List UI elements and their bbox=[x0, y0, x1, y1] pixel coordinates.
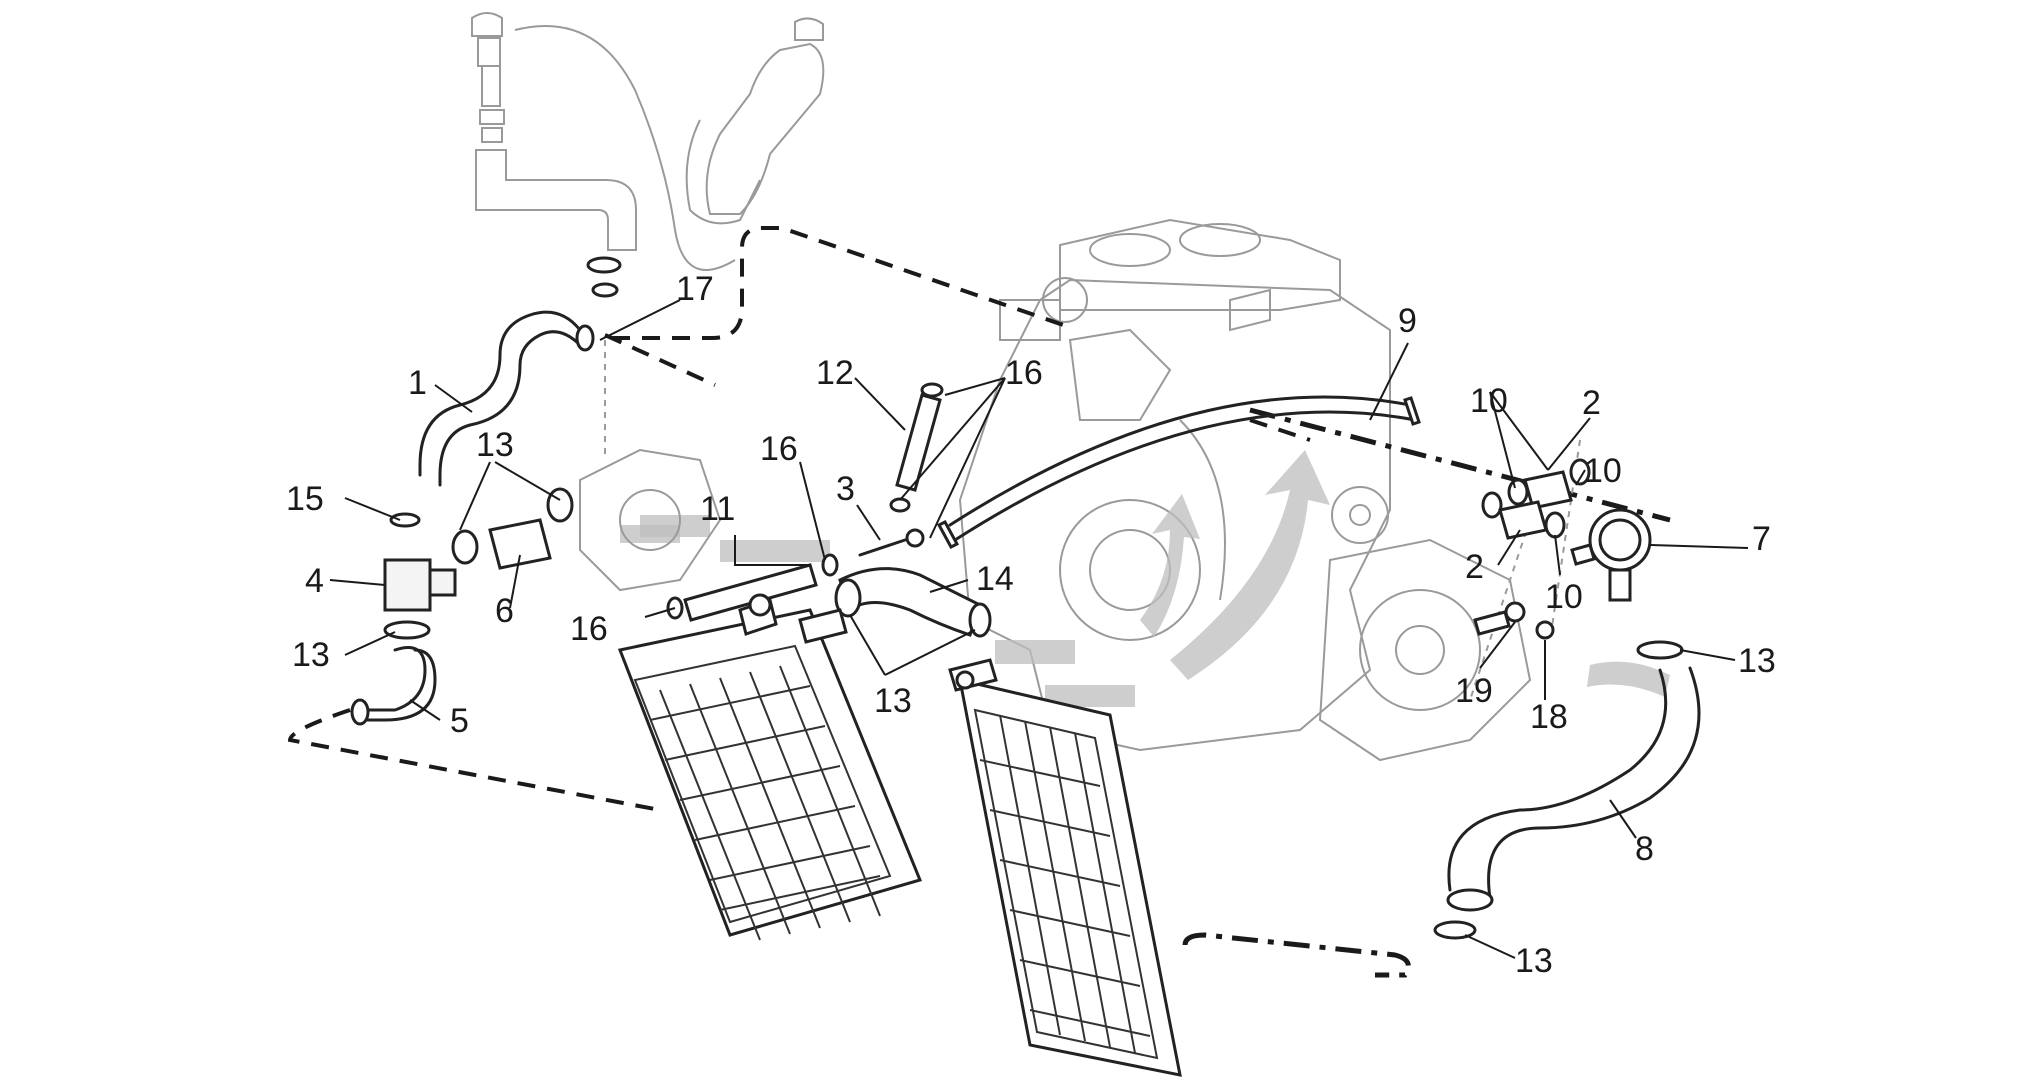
callout-10-right: 10 bbox=[1584, 452, 1622, 490]
callout-2-bottom: 2 bbox=[1465, 548, 1484, 586]
callout-12: 12 bbox=[816, 354, 854, 392]
callout-5: 5 bbox=[450, 702, 469, 740]
leader-lines bbox=[329, 299, 1749, 959]
radiator-left bbox=[617, 593, 923, 941]
callout-16-left: 16 bbox=[570, 610, 608, 648]
callout-13-left: 13 bbox=[292, 636, 330, 674]
right-fittings bbox=[1481, 458, 1652, 602]
callout-10-top: 10 bbox=[1470, 382, 1508, 420]
callout-11: 11 bbox=[700, 490, 735, 528]
water-pump-cover bbox=[579, 448, 722, 592]
callout-16-mid: 16 bbox=[760, 430, 798, 468]
callout-6: 6 bbox=[495, 592, 514, 630]
oring-part-17 bbox=[586, 256, 622, 298]
callout-14: 14 bbox=[976, 560, 1014, 598]
hose-part-9 bbox=[936, 395, 1421, 549]
hose-part-8 bbox=[1433, 640, 1701, 940]
radiator-right-grid bbox=[979, 714, 1151, 1054]
callout-16-top: 16 bbox=[1005, 354, 1043, 392]
callout-3: 3 bbox=[836, 470, 855, 508]
callout-17: 17 bbox=[676, 270, 714, 308]
radiator-left-grid bbox=[649, 665, 881, 941]
callout-labels: 17 1 13 15 4 13 6 5 12 16 16 3 11 16 14 … bbox=[286, 270, 1776, 980]
routing-lines bbox=[287, 226, 1671, 978]
callout-9: 9 bbox=[1398, 302, 1417, 340]
callout-15: 15 bbox=[286, 480, 324, 518]
callout-7: 7 bbox=[1752, 520, 1771, 558]
callout-18: 18 bbox=[1530, 698, 1568, 736]
sensor-parts bbox=[1473, 601, 1555, 640]
engine-block bbox=[958, 218, 1532, 762]
callout-13-bottom: 13 bbox=[1515, 942, 1553, 980]
callout-8: 8 bbox=[1635, 830, 1654, 868]
radiator-right bbox=[948, 658, 1182, 1077]
pipe-part-11 bbox=[666, 553, 839, 622]
hose-part-1 bbox=[418, 310, 595, 487]
thermostat-stack bbox=[350, 512, 457, 726]
callout-19: 19 bbox=[1455, 672, 1493, 710]
callout-4: 4 bbox=[305, 562, 324, 600]
callout-13-upper-left: 13 bbox=[476, 426, 514, 464]
callout-1: 1 bbox=[408, 364, 427, 402]
tube-part-12 bbox=[889, 382, 944, 513]
hose-part-6 bbox=[451, 487, 574, 570]
callout-10-bottom: 10 bbox=[1545, 578, 1583, 616]
coolant-flow-arrows bbox=[620, 450, 1670, 707]
callout-13-right: 13 bbox=[1738, 642, 1776, 680]
callout-2-top: 2 bbox=[1582, 384, 1601, 422]
callout-13-center: 13 bbox=[874, 682, 912, 720]
bleed-screw-part-3 bbox=[858, 528, 925, 557]
hose-part-14 bbox=[834, 567, 992, 638]
expansion-tank-group bbox=[471, 12, 825, 271]
